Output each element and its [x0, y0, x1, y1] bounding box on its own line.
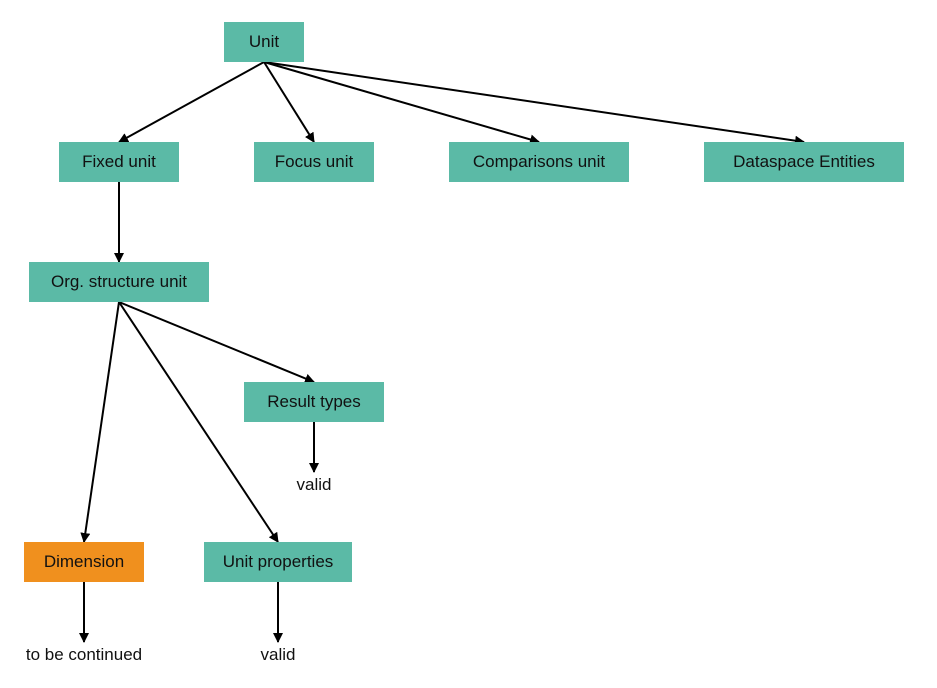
edge-unit-to-dataspace-entities	[263, 61, 805, 146]
edge-unit-to-fixed-unit	[118, 61, 265, 143]
label-unit-properties-valid: valid	[260, 645, 296, 664]
edge-org-structure-unit-to-unit-properties	[118, 301, 279, 543]
node-unit-properties: Unit properties	[204, 542, 352, 582]
edge-unit-to-focus-unit	[263, 61, 315, 143]
node-result-types: Result types	[244, 382, 384, 422]
node-org-structure-unit: Org. structure unit	[29, 262, 209, 302]
node-dimension: Dimension	[24, 542, 144, 582]
node-focus-unit: Focus unit	[254, 142, 374, 182]
label-dimension-continued: to be continued	[25, 645, 143, 664]
edge-org-structure-unit-to-dimension	[80, 301, 120, 543]
label-result-types-valid: valid	[296, 475, 332, 494]
edge-unit-to-comparisons-unit	[263, 61, 540, 145]
node-unit: Unit	[224, 22, 304, 62]
node-fixed-unit: Fixed unit	[59, 142, 179, 182]
node-comparisons-unit: Comparisons unit	[449, 142, 629, 182]
edge-org-structure-unit-to-result-types	[118, 301, 315, 384]
node-dataspace-entities: Dataspace Entities	[704, 142, 904, 182]
